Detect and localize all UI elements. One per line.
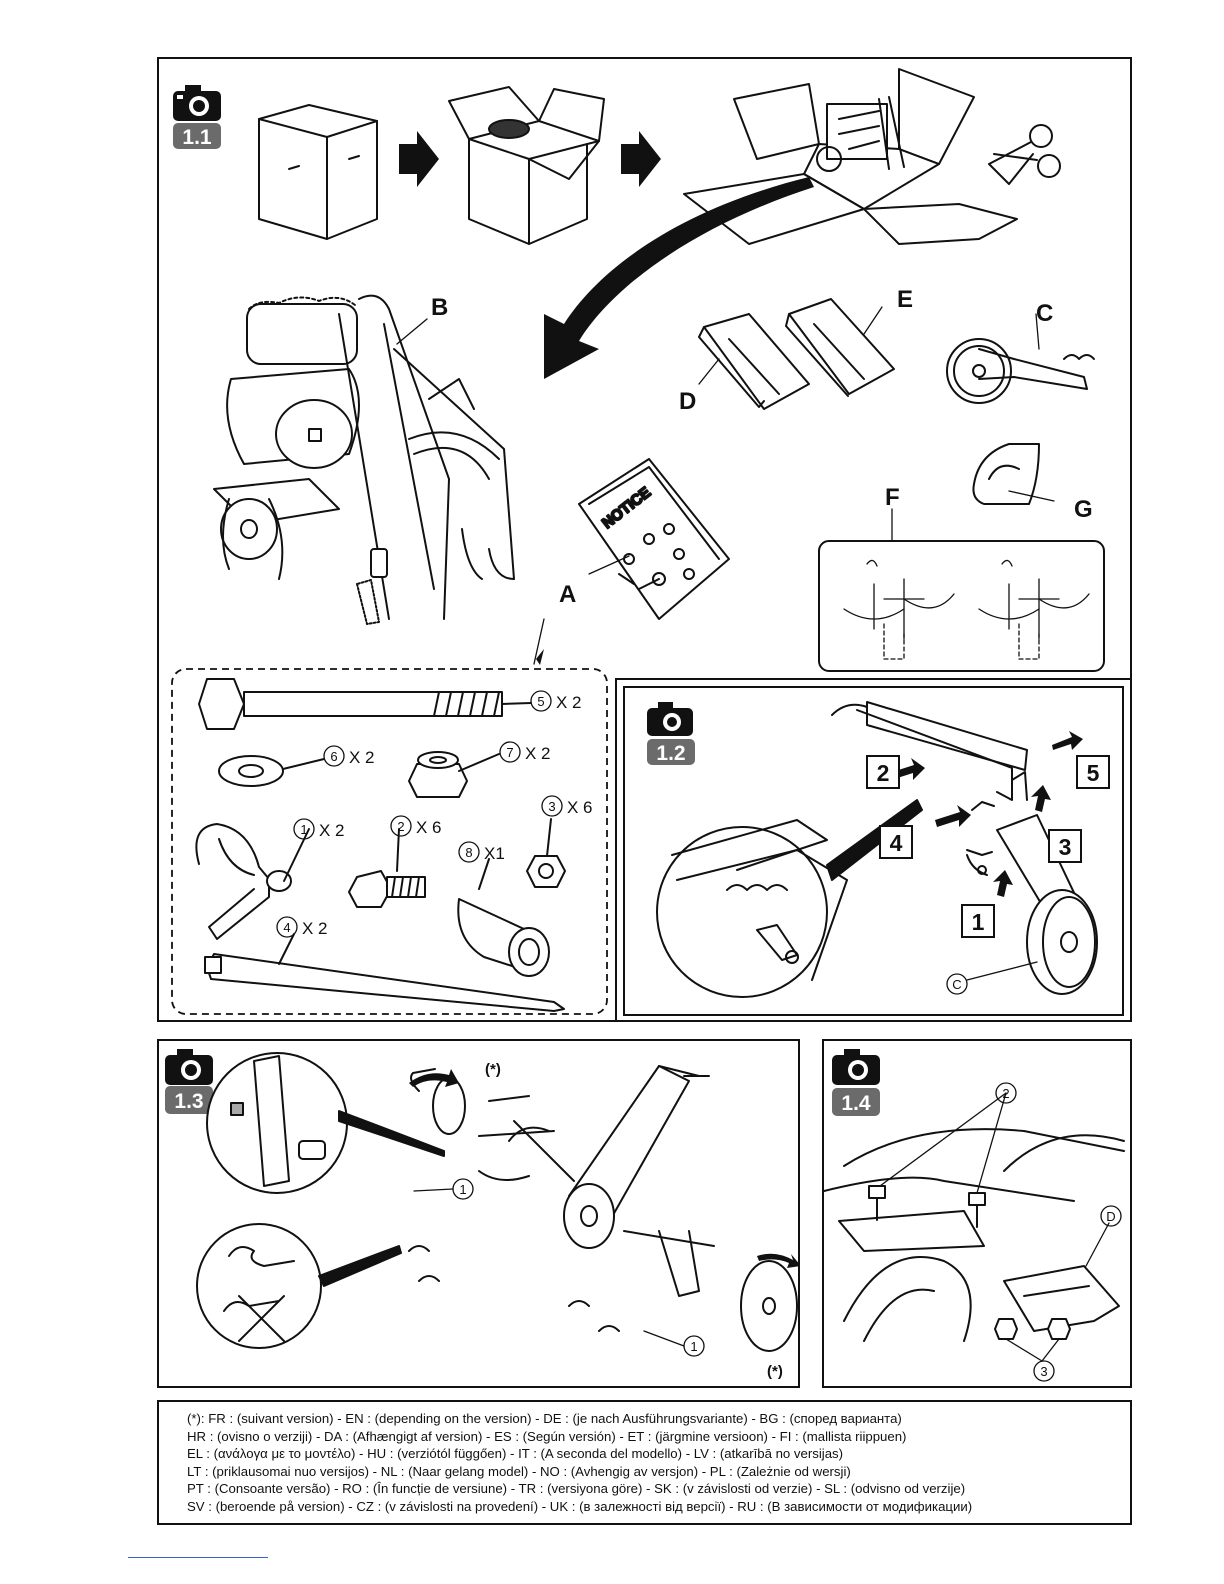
tine-detail-magnifier [206,1052,445,1194]
svg-text:3: 3 [1059,834,1072,860]
arrow-down-icon [536,649,544,665]
arrow-right-icon [399,131,439,187]
unpacking-illustration: 1.1 [171,68,1105,1015]
svg-text:1.4: 1.4 [841,1092,871,1115]
svg-text:X 6: X 6 [416,818,442,837]
tiller-illustration [213,294,515,625]
part-label-a: A [559,581,576,608]
callouts-1-3: 1 1 (*) (*) [413,1061,783,1380]
svg-text:1: 1 [972,909,985,935]
step-badge-1-3: 1.3 [165,1086,213,1114]
tine-set-box [818,540,1105,672]
leader-lines-1-4 [879,1092,1110,1362]
curved-arrow-icon [544,177,814,379]
side-shield-d-illustration [698,313,810,410]
svg-text:X 2: X 2 [302,919,328,938]
svg-text:X 6: X 6 [567,798,593,817]
transport-wheel-illustration [946,338,1095,404]
leader-lines [396,306,1055,665]
panel-shield-mounting: 1.4 2 [822,1039,1132,1388]
svg-text:4: 4 [890,830,903,856]
callout-wheel-c: C [952,977,961,992]
part-label-c: C [1036,300,1053,327]
callouts-1-4: 2 3 D [995,1082,1122,1382]
hardware-callouts: 5 X 2 6 X 2 7 X 2 1 X 2 2 X 6 3 X 6 8 X1… [276,690,593,938]
tiller-drive-and-tines [408,1065,798,1352]
legend-line: (*): FR : (suivant version) - EN : (depe… [187,1411,902,1426]
svg-text:2: 2 [1002,1086,1009,1101]
step-badge-1-4: 1.4 [832,1088,880,1116]
version-legend: (*): FR : (suivant version) - EN : (depe… [157,1400,1132,1525]
svg-text:5: 5 [1087,760,1100,786]
flattened-box-with-tiller [683,68,1018,245]
svg-text:1.2: 1.2 [656,742,685,765]
svg-text:1: 1 [690,1339,697,1354]
hardware-bag-illustration: NOTICE [578,458,730,620]
camera-icon [173,85,221,121]
legend-line: LT : (priklausomai nuo versijos) - NL : … [187,1463,851,1479]
part-label-b: B [431,294,448,321]
legend-line: SV : (beroende på version) - CZ : (v záv… [187,1498,973,1514]
hardware-items [195,678,566,1012]
side-shield-e-illustration [785,298,895,397]
panel-wheel-assembly: 1.2 [615,678,1132,1022]
tine-assembly-illustration: 1.3 [165,1049,798,1380]
camera-icon [165,1049,213,1085]
svg-text:5: 5 [537,694,544,709]
scissors-icon [988,124,1061,185]
arrow-right-icon [621,131,661,187]
svg-text:8: 8 [465,845,472,860]
svg-text:2: 2 [397,819,404,834]
svg-text:1: 1 [459,1182,466,1197]
svg-text:1: 1 [300,822,307,837]
svg-text:D: D [1106,1209,1115,1224]
cover-g-illustration [972,443,1040,505]
step-badge-1-2: 1.2 [647,739,695,765]
step-numbers: 2 4 3 5 1 [866,755,1110,938]
camera-icon [647,702,693,736]
svg-text:(*): (*) [767,1363,783,1380]
open-box-icon [448,86,605,245]
wheel-assembly-illustration: 1.2 [647,701,1110,998]
rotation-arrows [409,1069,798,1268]
svg-text:1.1: 1.1 [182,126,212,149]
svg-text:X 2: X 2 [556,693,582,712]
tiller-side-view [824,1128,1125,1342]
svg-text:X 2: X 2 [319,821,345,840]
svg-text:(*): (*) [485,1061,501,1078]
legend-line: PT : (Consoante versão) - RO : (În funcț… [187,1481,966,1497]
svg-text:7: 7 [506,745,513,760]
svg-text:2: 2 [877,760,890,786]
legend-line: EL : (ανάλογα με το μοντέλο) - HU : (ver… [187,1446,844,1462]
svg-text:4: 4 [283,920,290,935]
part-label-g: G [1074,496,1093,523]
shield-mounting-illustration: 1.4 2 [824,1049,1125,1382]
camera-icon [832,1049,880,1085]
pin-detail-magnifier [196,1223,402,1349]
panel-tine-assembly: 1.3 [157,1039,800,1388]
step-badge-1-1: 1.1 [173,123,221,149]
footer-rule [128,1557,268,1558]
frame-and-wheel [831,701,1098,995]
svg-text:X 2: X 2 [349,748,375,767]
detail-magnifier [656,799,923,998]
svg-text:3: 3 [1040,1364,1047,1379]
svg-text:1.3: 1.3 [174,1090,203,1113]
bolts-and-nuts [868,1185,1071,1340]
closed-box-icon [258,104,378,240]
part-label-f: F [885,484,900,511]
svg-text:X1: X1 [484,844,505,863]
legend-line: HR : (ovisno o verziji) - DA : (Afhængig… [187,1428,907,1444]
svg-text:6: 6 [330,749,337,764]
part-label-e: E [897,286,913,313]
svg-text:3: 3 [548,799,555,814]
part-label-d: D [679,388,696,415]
svg-text:X 2: X 2 [525,744,551,763]
